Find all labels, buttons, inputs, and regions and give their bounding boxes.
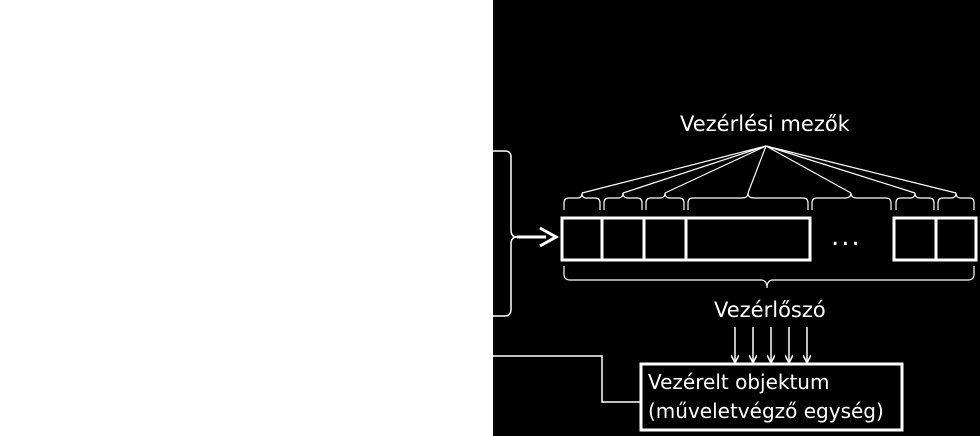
control-fields-label: Vezérlési mezők	[680, 112, 850, 136]
fan-lines	[581, 145, 957, 194]
input-arrow-head	[539, 226, 560, 248]
field-cell-4	[684, 216, 812, 262]
control-signal-arrows	[735, 327, 807, 362]
ellipsis-label: ...	[831, 222, 862, 252]
register-cells	[560, 216, 978, 262]
controlled-object-box	[639, 362, 904, 432]
field-cell-3	[642, 216, 688, 262]
word-brace	[563, 266, 975, 289]
field-cell-2	[600, 216, 646, 262]
field-braces	[563, 192, 975, 210]
field-cell-6	[934, 216, 978, 262]
field-cell-1	[560, 216, 604, 262]
control-word-label: Vezérlőszó	[714, 298, 826, 322]
white-panel	[0, 0, 493, 436]
field-cell-5	[892, 216, 938, 262]
controlled-object-label: Vezérelt objektum	[648, 370, 830, 394]
input-brace	[493, 150, 518, 317]
execution-unit-label: (műveletvégző egység)	[648, 399, 884, 423]
panel-connector	[493, 355, 641, 403]
